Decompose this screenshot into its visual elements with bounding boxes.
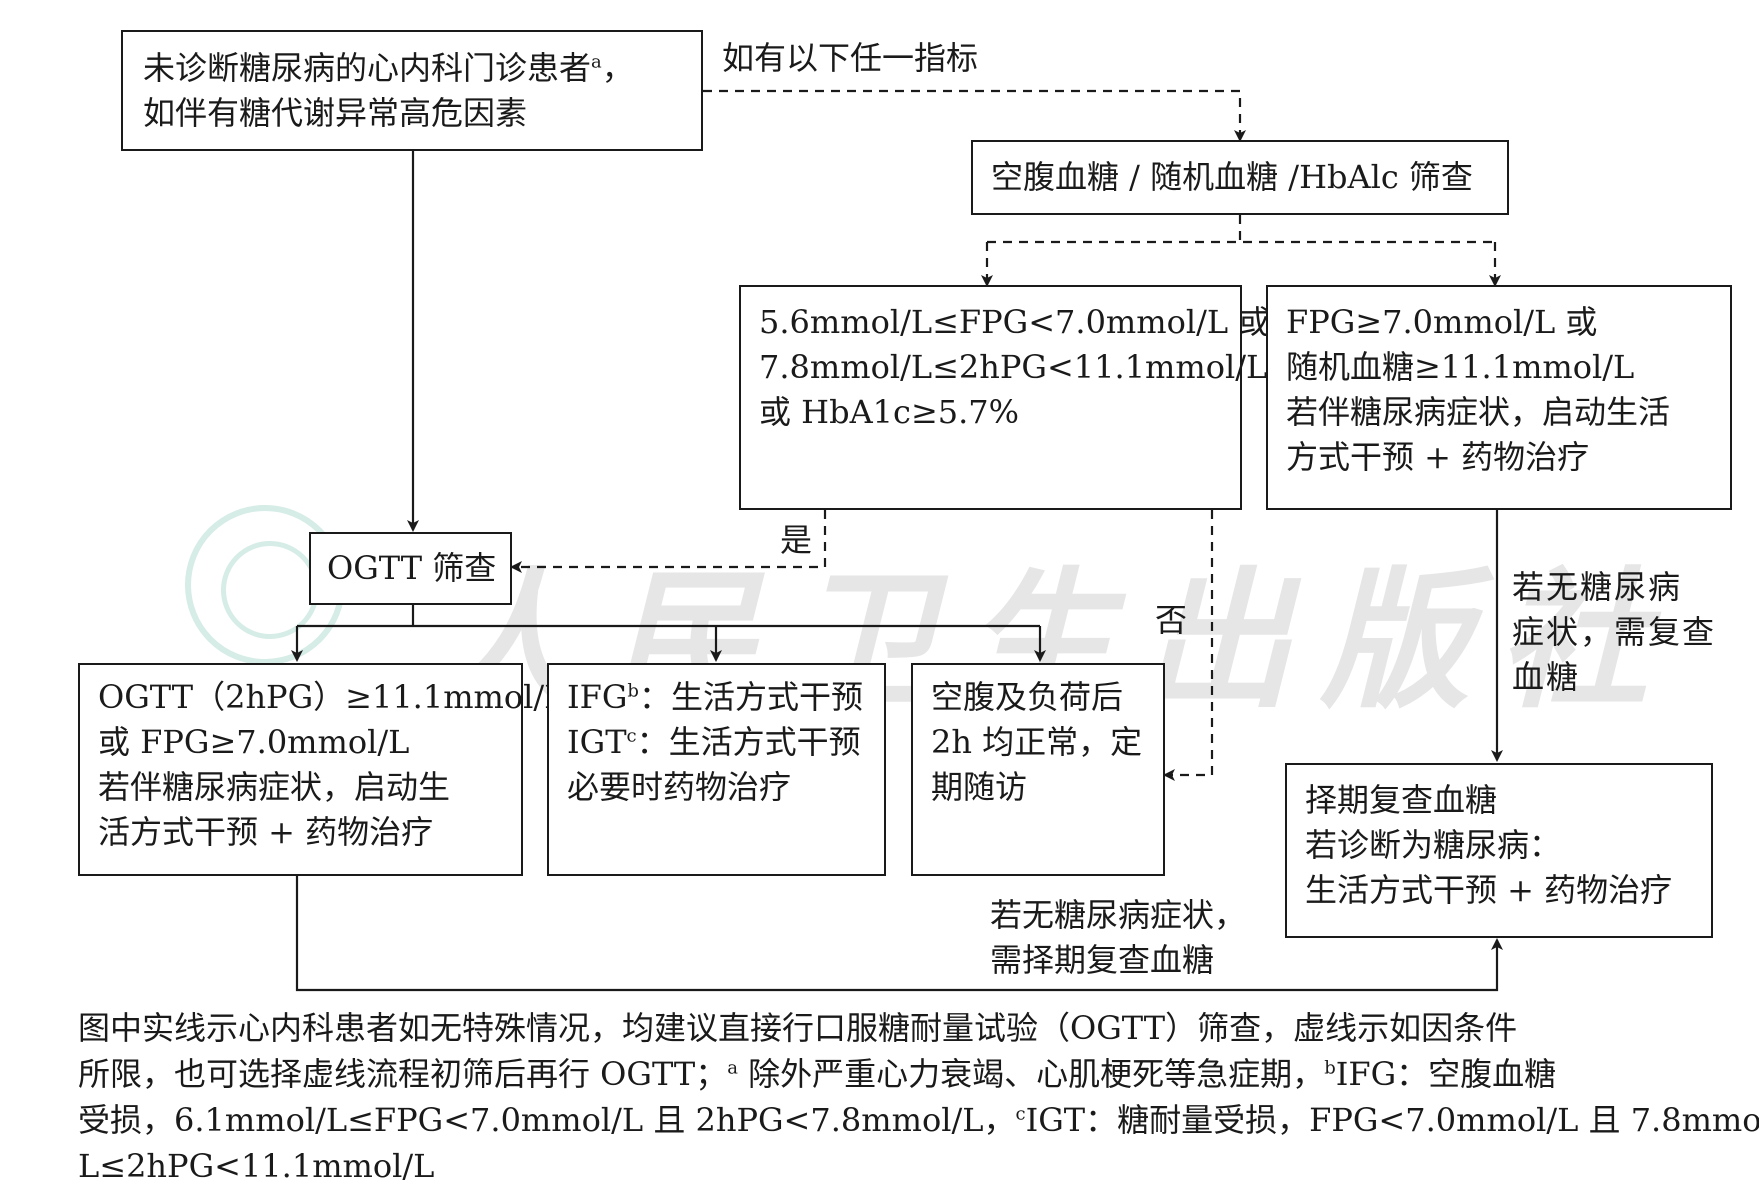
- caption-line3-pre: 受损，6.1mmol/L≤FPG<7.0mmol/L 且 2hPG<7.8mmo…: [78, 1101, 1016, 1139]
- box-glucose-screening: 空腹血糖 / 随机血糖 /HbAlc 筛查: [971, 140, 1509, 215]
- box-normal-followup: 空腹及负荷后 2h 均正常，定 期随访: [911, 663, 1165, 876]
- dashed-start-to-screen: [703, 89, 1246, 142]
- caption-sup-c: c: [1015, 1103, 1026, 1125]
- box-ogtt-screening: OGTT 筛查: [309, 532, 512, 605]
- box-recheck-glucose: 择期复查血糖 若诊断为糖尿病： 生活方式干预 + 药物治疗: [1285, 763, 1713, 938]
- ogtt-dm-line4: 活方式干预 + 药物治疗: [98, 813, 434, 851]
- ifg-action: ：生活方式干预: [638, 678, 863, 716]
- label-no: 否: [1155, 601, 1188, 639]
- caption-line2-pre: 所限，也可选择虚线流程初筛后再行 OGTT；: [78, 1055, 728, 1093]
- high-line2: 随机血糖≥11.1mmol/L: [1286, 348, 1635, 386]
- high-line3: 若伴糖尿病症状，启动生活: [1286, 393, 1671, 431]
- recheck-line1: 择期复查血糖: [1305, 781, 1498, 819]
- normal-line1: 空腹及负荷后: [931, 678, 1124, 716]
- borderline-line2: 7.8mmol/L≤2hPG<11.1mmol/L: [759, 348, 1268, 386]
- caption-line3-post: IGT：糖耐量受损，FPG<7.0mmol/L 且 7.8mmol/: [1025, 1101, 1759, 1139]
- caption-line2-mid: 除外严重心力衰竭、心肌梗死等急症期，: [738, 1055, 1325, 1093]
- start-comma: ，: [601, 49, 634, 87]
- ogtt-dm-line3: 若伴糖尿病症状，启动生: [98, 768, 451, 806]
- recheck-line3: 生活方式干预 + 药物治疗: [1305, 871, 1673, 909]
- start-line1: 未诊断糖尿病的心内科门诊患者: [143, 49, 592, 87]
- footnote-c: c: [626, 725, 637, 747]
- box-borderline-criteria: 5.6mmol/L≤FPG<7.0mmol/L 或 7.8mmol/L≤2hPG…: [739, 285, 1271, 510]
- ifg-label: IFG: [567, 678, 628, 716]
- recheck-line2: 若诊断为糖尿病：: [1305, 826, 1562, 864]
- box-ogtt-diabetes: OGTT（2hPG）≥11.1mmol/L 或 FPG≥7.0mmol/L 若伴…: [78, 663, 566, 876]
- borderline-line3: 或 HbA1c≥5.7%: [759, 393, 1020, 431]
- borderline-line1: 5.6mmol/L≤FPG<7.0mmol/L 或: [759, 303, 1271, 341]
- footnote-b: b: [627, 680, 639, 702]
- igt-action: ：生活方式干预: [636, 723, 861, 761]
- box-ifg-igt: IFGb：生活方式干预 IGTc：生活方式干预 必要时药物治疗: [547, 663, 886, 876]
- label-no-symptom-right: 若无糖尿病 症状，需复查 血糖: [1512, 565, 1716, 700]
- start-line2: 如伴有糖代谢异常高危因素: [143, 94, 528, 132]
- dashed-no-to-normal: [1163, 510, 1214, 781]
- figure-caption: 图中实线示心内科患者如无特殊情况，均建议直接行口服糖耐量试验（OGTT）筛查，虚…: [78, 1005, 1759, 1189]
- footnote-a: a: [591, 51, 602, 73]
- label-yes: 是: [780, 521, 813, 559]
- caption-line1: 图中实线示心内科患者如无特殊情况，均建议直接行口服糖耐量试验（OGTT）筛查，虚…: [78, 1009, 1518, 1047]
- caption-line4: L≤2hPG<11.1mmol/L: [78, 1147, 435, 1185]
- normal-line3: 期随访: [931, 768, 1028, 806]
- label-no-symptom-bottom: 若无糖尿病症状， 需择期复查血糖: [990, 893, 1246, 983]
- no-symptom-bottom-2: 需择期复查血糖: [990, 941, 1215, 979]
- label-any-indicator: 如有以下任一指标: [722, 39, 979, 77]
- caption-sup-b: b: [1324, 1057, 1336, 1079]
- caption-sup-a: a: [727, 1057, 738, 1079]
- ogtt-text: OGTT 筛查: [327, 549, 497, 587]
- igt-label: IGT: [567, 723, 627, 761]
- high-line1: FPG≥7.0mmol/L 或: [1286, 303, 1598, 341]
- box-outpatient-start: 未诊断糖尿病的心内科门诊患者a， 如伴有糖代谢异常高危因素: [121, 30, 703, 151]
- box-high-glucose: FPG≥7.0mmol/L 或 随机血糖≥11.1mmol/L 若伴糖尿病症状，…: [1266, 285, 1732, 510]
- no-symptom-bottom-1: 若无糖尿病症状，: [990, 896, 1247, 934]
- normal-line2: 2h 均正常，定: [931, 723, 1143, 761]
- no-symptom-right-1: 若无糖尿病: [1512, 568, 1683, 606]
- ogtt-dm-line1: OGTT（2hPG）≥11.1mmol/L: [98, 678, 566, 716]
- ifg-igt-line3: 必要时药物治疗: [567, 768, 792, 806]
- dashed-yes-to-ogtt: [510, 510, 827, 573]
- high-line4: 方式干预 + 药物治疗: [1286, 438, 1590, 476]
- caption-line2-post: IFG：空腹血糖: [1335, 1055, 1557, 1093]
- ogtt-dm-line2: 或 FPG≥7.0mmol/L: [98, 723, 410, 761]
- arrow-ogtt-dm-to-recheck: [295, 876, 1503, 992]
- no-symptom-right-3: 血糖: [1512, 658, 1581, 696]
- screen-text: 空腹血糖 / 随机血糖 /HbAlc 筛查: [991, 158, 1473, 196]
- no-symptom-right-2: 症状，需复查: [1512, 613, 1717, 651]
